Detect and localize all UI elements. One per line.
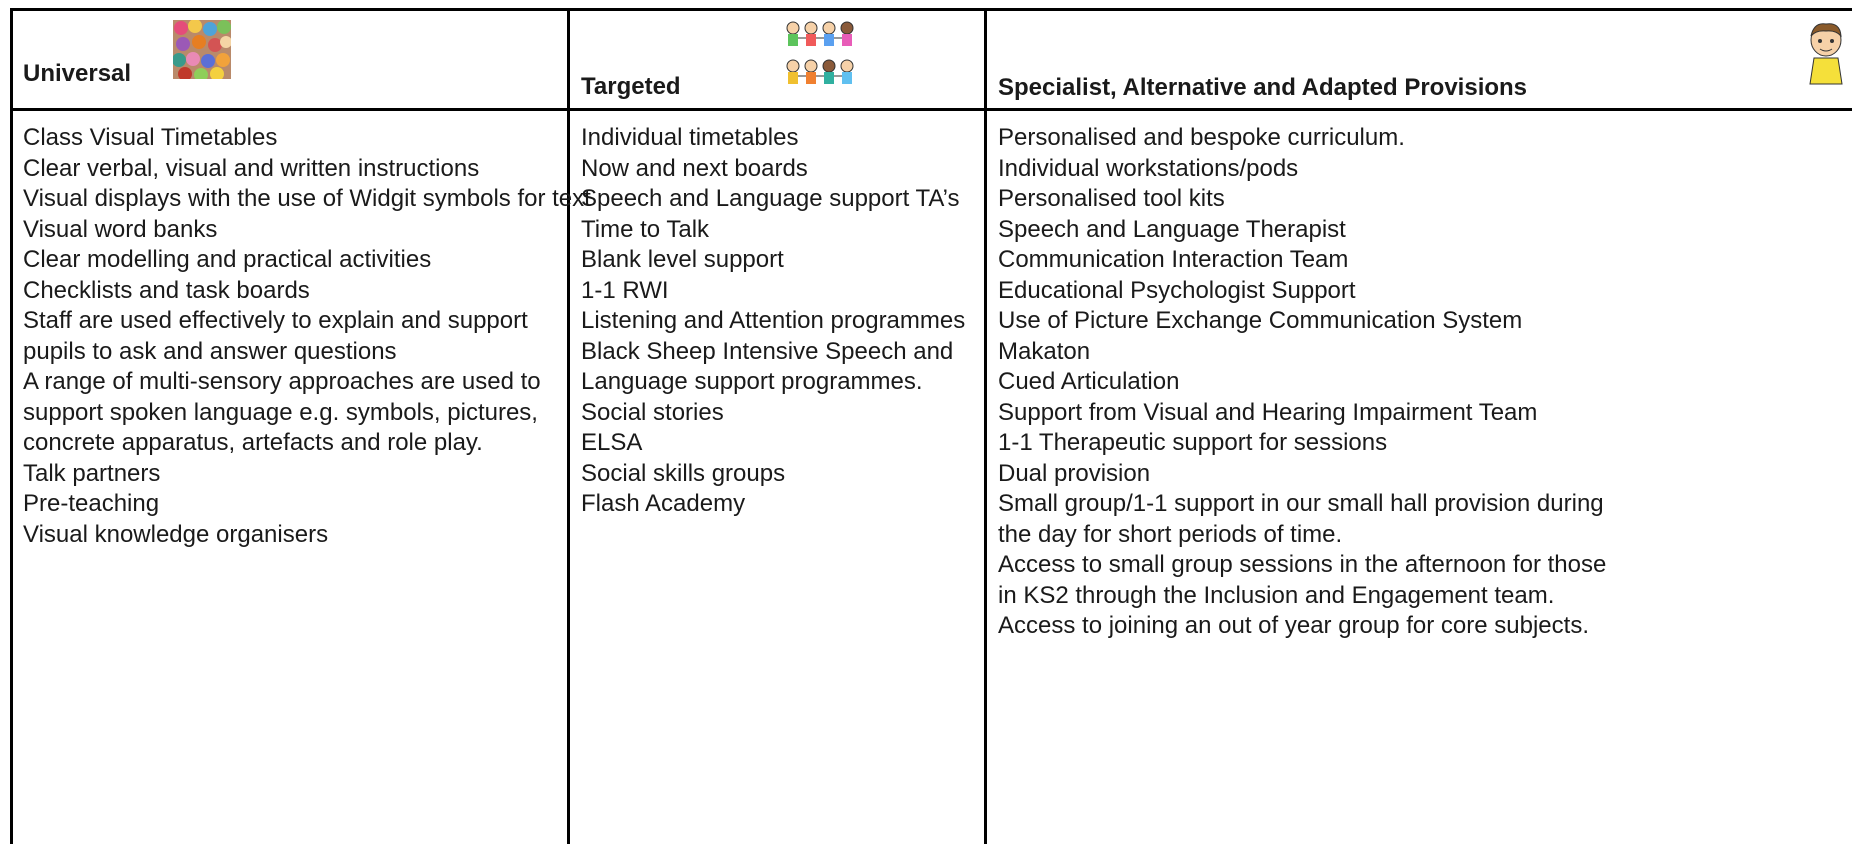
specialist-list: Personalised and bespoke curriculum. Ind… [998, 123, 1606, 642]
list-item: Now and next boards [581, 154, 808, 182]
column-divider-2 [984, 8, 987, 844]
list-item: Clear modelling and practical activities [23, 246, 432, 273]
list-item: Personalised tool kits [998, 185, 1225, 212]
table-top-border [10, 8, 1852, 11]
list-item: Individual workstations/pods [998, 154, 1299, 182]
list-item: Speech and Language Therapist [998, 215, 1346, 243]
list-item: Support from Visual and Hearing Impairme… [998, 398, 1538, 426]
list-item: Flash Academy [581, 490, 746, 517]
list-item: Language support programmes. [581, 368, 923, 395]
list-item: Access to small group sessions in the af… [998, 551, 1607, 578]
list-item: Listening and Attention programmes [581, 307, 966, 334]
list-item: Talk partners [23, 459, 161, 487]
list-item: Pre-teaching [23, 490, 160, 517]
list-item: Small group/1-1 support in our small hal… [998, 490, 1604, 517]
list-item: Checklists and task boards [23, 276, 310, 304]
universal-list: Class Visual Timetables Clear verbal, vi… [23, 123, 591, 550]
column-divider-1 [567, 8, 570, 844]
list-item: Visual word banks [23, 215, 218, 243]
list-item: Educational Psychologist Support [998, 276, 1356, 304]
list-item: concrete apparatus, artefacts and role p… [23, 429, 483, 456]
header-divider [10, 108, 1852, 111]
header-targeted: Targeted [581, 73, 681, 100]
header-specialist: Specialist, Alternative and Adapted Prov… [998, 74, 1528, 101]
list-item: 1-1 RWI [581, 276, 669, 304]
list-item: in KS2 through the Inclusion and Engagem… [998, 581, 1555, 609]
child-cartoon-icon [1809, 23, 1843, 85]
list-item: Social skills groups [581, 459, 786, 487]
list-item: Social stories [581, 398, 724, 426]
list-item: Dual provision [998, 459, 1151, 487]
list-item: Use of Picture Exchange Communication Sy… [998, 307, 1523, 334]
list-item: Speech and Language support TA’s [581, 185, 960, 212]
list-item: Blank level support [581, 246, 784, 273]
list-item: Class Visual Timetables [23, 124, 278, 151]
crowd-collage-image [173, 20, 231, 79]
list-item: Visual displays with the use of Widgit s… [23, 185, 591, 212]
list-item: Black Sheep Intensive Speech and [581, 337, 954, 365]
list-item: Communication Interaction Team [998, 246, 1349, 273]
list-item: Makaton [998, 337, 1091, 365]
list-item: ELSA [581, 429, 643, 456]
list-item: pupils to ask and answer questions [23, 337, 397, 365]
list-item: Access to joining an out of year group f… [998, 612, 1589, 639]
header-universal: Universal [23, 60, 132, 87]
list-item: Staff are used effectively to explain an… [23, 307, 528, 334]
list-item: Individual timetables [581, 124, 799, 151]
targeted-list: Individual timetables Now and next board… [581, 123, 965, 520]
list-item: Clear verbal, visual and written instruc… [23, 154, 480, 182]
list-item: Time to Talk [581, 215, 710, 243]
list-item: Cued Articulation [998, 368, 1180, 395]
list-item: A range of multi-sensory approaches are … [23, 368, 541, 395]
table-left-border [10, 8, 13, 844]
list-item: Visual knowledge organisers [23, 520, 329, 548]
list-item: Personalised and bespoke curriculum. [998, 124, 1405, 151]
list-item: 1-1 Therapeutic support for sessions [998, 429, 1388, 456]
list-item: the day for short periods of time. [998, 520, 1343, 548]
list-item: support spoken language e.g. symbols, pi… [23, 398, 538, 426]
children-holding-hands-icon [786, 21, 854, 84]
